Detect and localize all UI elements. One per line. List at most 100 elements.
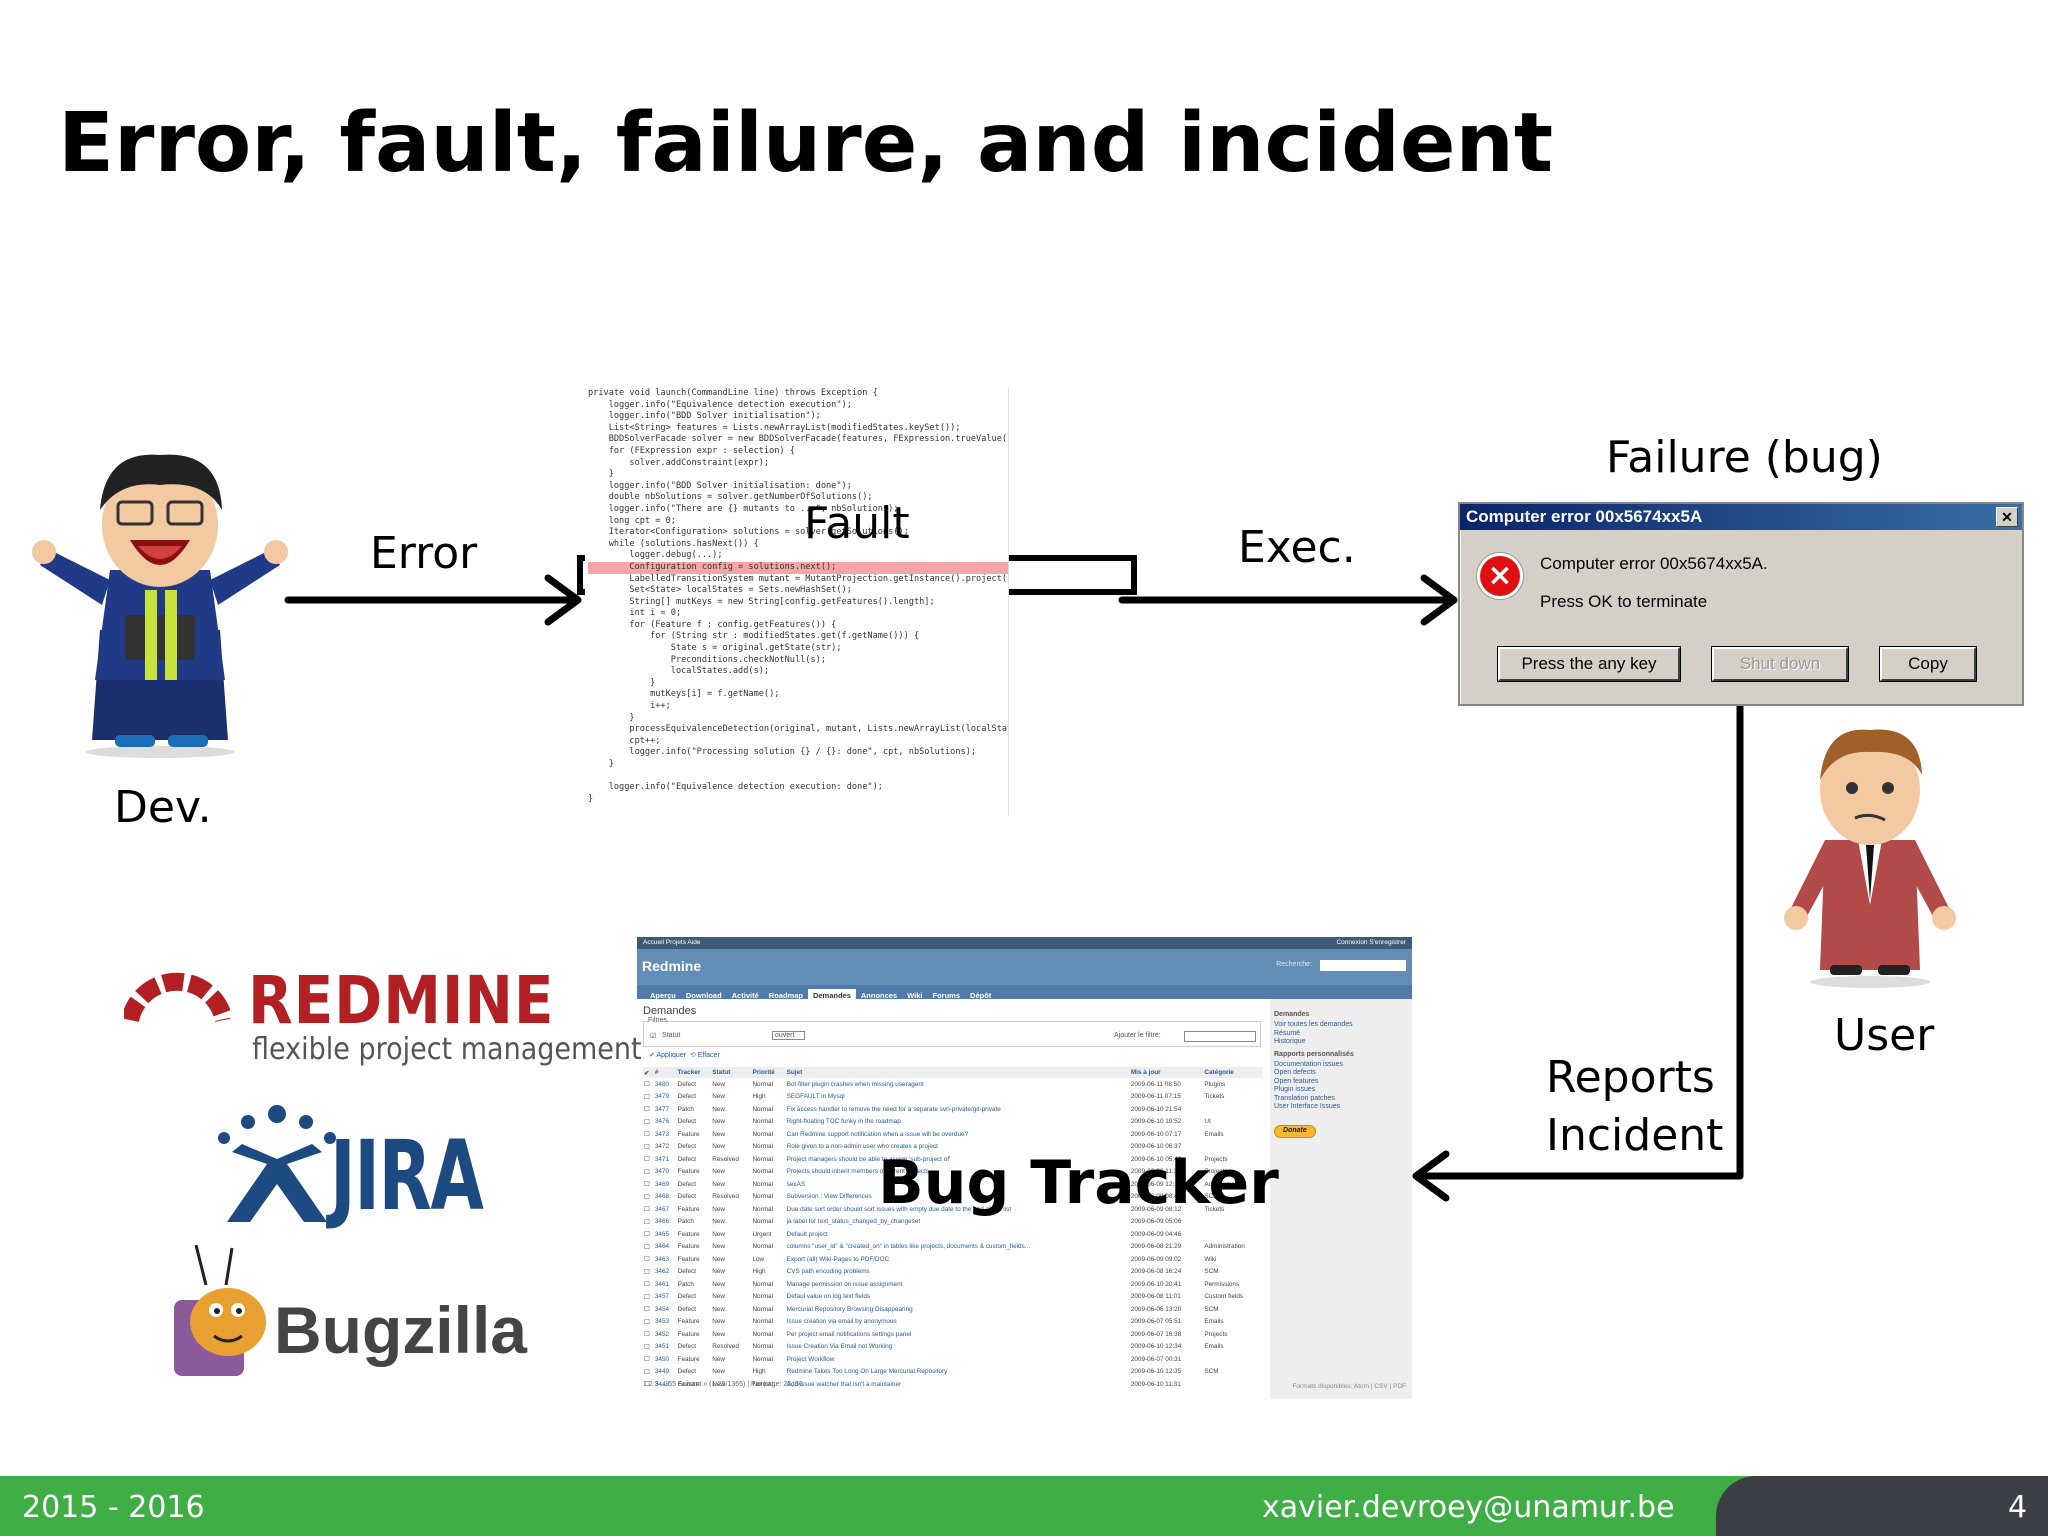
status-select[interactable]: ouvert xyxy=(772,1031,806,1040)
row-checkbox[interactable]: ☐ xyxy=(644,1206,650,1214)
table-cell[interactable]: 3457 xyxy=(654,1293,670,1301)
sidebar-link[interactable]: User Interface Issues xyxy=(1274,1103,1341,1111)
table-cell[interactable]: 3462 xyxy=(654,1268,670,1276)
sidebar-link[interactable]: Translation patches xyxy=(1274,1094,1335,1102)
close-icon[interactable]: ✕ xyxy=(1996,507,2018,527)
row-checkbox[interactable]: ☐ xyxy=(644,1343,650,1351)
table-cell[interactable]: Add issue watcher that isn't a maintaine… xyxy=(786,1380,902,1388)
table-cell[interactable]: 3453 xyxy=(654,1318,670,1326)
redmine-login-links[interactable]: Connexion S'enregistrer xyxy=(1336,939,1406,946)
row-checkbox[interactable]: ☐ xyxy=(644,1193,650,1201)
table-cell[interactable]: 3452 xyxy=(654,1330,670,1338)
table-cell[interactable]: Due date sort order should sort issues w… xyxy=(786,1205,1012,1213)
table-cell[interactable]: Project Workflow xyxy=(786,1355,835,1363)
row-checkbox[interactable]: ☐ xyxy=(644,1256,650,1264)
table-cell[interactable]: 3479 xyxy=(654,1093,670,1101)
sidebar-link[interactable]: Résumé xyxy=(1274,1029,1301,1037)
tab-4[interactable]: Demandes xyxy=(807,989,856,1003)
select-all-icon[interactable]: ✔ xyxy=(643,1067,654,1078)
table-cell[interactable]: Export (all) Wiki-Pages to PDF/DOC xyxy=(786,1255,890,1263)
table-cell[interactable]: 3461 xyxy=(654,1280,670,1288)
table-cell[interactable]: Default project xyxy=(786,1230,828,1238)
press-any-key-button[interactable]: Press the any key xyxy=(1498,647,1680,681)
table-cell[interactable]: ja label for text_status_changed_by_chan… xyxy=(786,1218,921,1226)
sidebar-link[interactable]: Open features xyxy=(1274,1077,1319,1085)
row-checkbox[interactable]: ☐ xyxy=(644,1293,650,1301)
row-checkbox[interactable]: ☐ xyxy=(644,1381,650,1389)
pagination[interactable]: 1 2 3 ... 55 Suivant » (1-25/1365) | Par… xyxy=(643,1381,803,1388)
table-cell[interactable]: 3465 xyxy=(654,1230,670,1238)
tab-1[interactable]: Download xyxy=(685,991,722,1000)
sidebar-link[interactable]: Voir toutes les demandes xyxy=(1274,1021,1353,1029)
table-cell[interactable]: Manage permission on issue assignment xyxy=(786,1280,903,1288)
column-header[interactable]: Mis à jour xyxy=(1129,1067,1204,1078)
table-cell[interactable]: columns "user_id" & "created_on" in tabl… xyxy=(786,1243,1031,1251)
table-cell[interactable]: Redmine Takes Too Long On Large Mercuria… xyxy=(786,1368,948,1376)
row-checkbox[interactable]: ☐ xyxy=(644,1356,650,1364)
table-cell[interactable]: SEGFAULT in Mysql xyxy=(786,1093,845,1101)
table-cell[interactable]: 3466 xyxy=(654,1218,670,1226)
export-formats[interactable]: Formats disponibles: Atom | CSV | PDF xyxy=(1292,1383,1406,1390)
table-cell[interactable]: Bot filter plugin crashes when missing u… xyxy=(786,1080,924,1088)
row-checkbox[interactable]: ☐ xyxy=(644,1281,650,1289)
column-header[interactable]: Priorité xyxy=(751,1067,786,1078)
shut-down-button[interactable]: Shut down xyxy=(1712,647,1848,681)
column-header[interactable]: Sujet xyxy=(785,1067,1130,1078)
sidebar-link[interactable]: Historique xyxy=(1274,1038,1306,1046)
table-cell[interactable]: 3451 xyxy=(654,1343,670,1351)
table-cell[interactable]: Defaul value on log text fields xyxy=(786,1293,871,1301)
table-cell[interactable]: 3454 xyxy=(654,1305,670,1313)
sidebar-link[interactable]: Plugin issues xyxy=(1274,1086,1316,1094)
copy-button[interactable]: Copy xyxy=(1880,647,1976,681)
row-checkbox[interactable]: ☐ xyxy=(644,1081,650,1089)
tab-3[interactable]: Roadmap xyxy=(768,991,803,1000)
table-cell[interactable]: 3473 xyxy=(654,1130,670,1138)
table-cell[interactable]: 3468 xyxy=(654,1193,670,1201)
donate-button[interactable]: Donate xyxy=(1274,1125,1316,1138)
table-cell[interactable]: CVS path encoding problems xyxy=(786,1268,870,1276)
table-cell[interactable]: 3470 xyxy=(654,1168,670,1176)
tab-5[interactable]: Annonces xyxy=(860,991,898,1000)
tab-2[interactable]: Activité xyxy=(731,991,759,1000)
row-checkbox[interactable]: ☐ xyxy=(644,1243,650,1251)
clear-link[interactable]: Effacer xyxy=(697,1052,720,1059)
table-cell[interactable]: Right-floating TOC funky in the roadmap xyxy=(786,1118,901,1126)
table-cell[interactable]: Subversion : View Differences xyxy=(786,1193,872,1201)
table-cell[interactable]: 3463 xyxy=(654,1255,670,1263)
row-checkbox[interactable]: ☐ xyxy=(644,1106,650,1114)
table-cell[interactable]: Per project email notifications settings… xyxy=(786,1330,912,1338)
row-checkbox[interactable]: ☐ xyxy=(644,1093,650,1101)
row-checkbox[interactable]: ☐ xyxy=(644,1131,650,1139)
table-cell[interactable]: 3464 xyxy=(654,1243,670,1251)
row-checkbox[interactable]: ☐ xyxy=(644,1268,650,1276)
column-header[interactable]: Tracker xyxy=(676,1067,712,1078)
table-cell[interactable]: 3450 xyxy=(654,1355,670,1363)
table-cell[interactable]: sexAS xyxy=(786,1180,806,1188)
tab-7[interactable]: Forums xyxy=(932,991,961,1000)
redmine-top-menu[interactable]: Accueil Projets Aide xyxy=(643,939,701,946)
table-cell[interactable]: 3480 xyxy=(654,1080,670,1088)
sidebar-link[interactable]: Documentation issues xyxy=(1274,1061,1343,1069)
row-checkbox[interactable]: ☐ xyxy=(644,1143,650,1151)
table-cell[interactable]: 3467 xyxy=(654,1205,670,1213)
row-checkbox[interactable]: ☐ xyxy=(644,1118,650,1126)
table-cell[interactable]: 3449 xyxy=(654,1368,670,1376)
table-cell[interactable]: Project managers should be able to assig… xyxy=(786,1155,951,1163)
table-cell[interactable]: 3469 xyxy=(654,1180,670,1188)
